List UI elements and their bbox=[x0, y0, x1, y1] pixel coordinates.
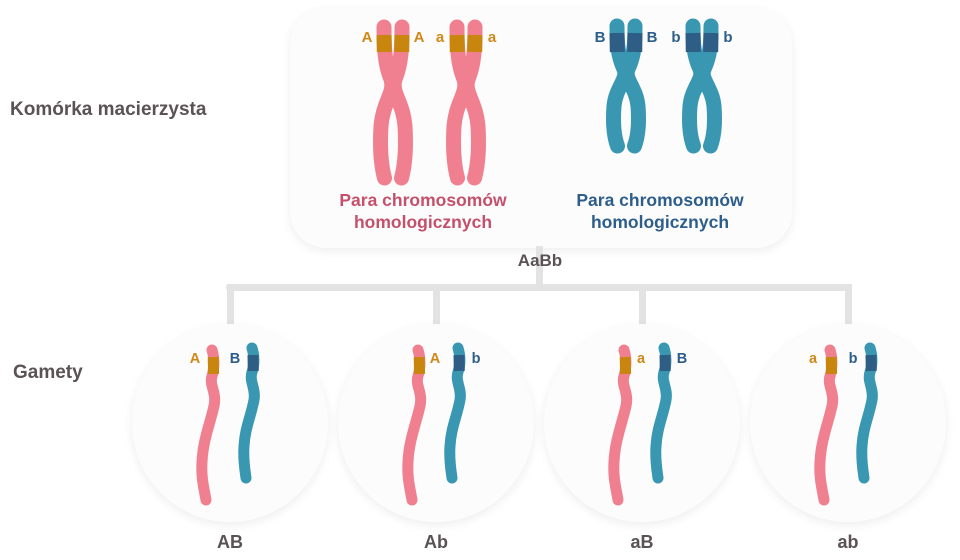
gamete-cell-Ab: A b bbox=[338, 324, 534, 522]
pink-caption-line1: Para chromosomów bbox=[339, 190, 507, 210]
tree-drop-line-2 bbox=[433, 284, 440, 330]
allele-b-left: b bbox=[671, 29, 681, 46]
gamete-chromatids-icon bbox=[196, 342, 260, 506]
allele-A-right: A bbox=[413, 29, 425, 46]
tree-horizontal-line bbox=[226, 284, 848, 291]
tree-drop-line-3 bbox=[639, 284, 646, 330]
allele-A-left: A bbox=[361, 29, 373, 46]
pink-pair-caption: Para chromosomów homologicznych bbox=[308, 189, 538, 234]
gamete2-pink-allele: A bbox=[429, 351, 441, 367]
gamete-chromatids-icon bbox=[608, 342, 672, 506]
genotype-label: AaBb bbox=[517, 251, 563, 270]
gamete-cell-ab: a b bbox=[750, 324, 946, 522]
tree-drop-line-4 bbox=[845, 284, 852, 330]
allele-B-left: B bbox=[594, 29, 606, 46]
gamete3-pink-allele: a bbox=[636, 351, 646, 367]
gamete-label-Ab: Ab bbox=[424, 532, 448, 552]
blue-pair-caption: Para chromosomów homologicznych bbox=[545, 189, 775, 234]
gamete-cell-aB: a B bbox=[544, 324, 740, 522]
blue-caption-line2: homologicznych bbox=[590, 212, 730, 233]
mother-cell-label: Komórka macierzysta bbox=[10, 99, 207, 120]
blue-chromosome-2-icon bbox=[681, 18, 723, 154]
tree-stem-line bbox=[536, 246, 543, 288]
gamete3-teal-allele: B bbox=[676, 351, 688, 367]
gamete-cell-AB: A B bbox=[132, 324, 328, 522]
tree-drop-line-1 bbox=[227, 284, 234, 330]
allele-B-right: B bbox=[646, 29, 658, 46]
gametes-label: Gamety bbox=[13, 362, 83, 383]
allele-a-right: a bbox=[487, 29, 497, 46]
gamete-label-ab: ab bbox=[837, 532, 859, 552]
gamete-chromatids-icon bbox=[814, 342, 878, 506]
parent-cell-box: A A a a B B b b Para chromosomów homolog… bbox=[290, 8, 792, 248]
pink-chromosome-2-icon bbox=[445, 19, 487, 186]
gamete2-teal-allele: b bbox=[471, 351, 481, 367]
allele-a-left: a bbox=[435, 29, 445, 46]
pink-chromosome-1-icon bbox=[372, 19, 414, 186]
gamete1-pink-allele: A bbox=[189, 351, 201, 367]
gamete1-teal-allele: B bbox=[229, 351, 241, 367]
gamete4-teal-allele: b bbox=[848, 351, 858, 367]
blue-caption-line1: Para chromosomów bbox=[576, 190, 744, 210]
pink-caption-line2: homologicznych bbox=[353, 212, 493, 233]
gamete-label-aB: aB bbox=[630, 532, 654, 552]
allele-b-right: b bbox=[723, 29, 733, 46]
gamete-chromatids-icon bbox=[402, 342, 466, 506]
gamete4-pink-allele: a bbox=[808, 351, 818, 367]
blue-chromosome-1-icon bbox=[605, 18, 647, 154]
gamete-label-AB: AB bbox=[217, 532, 243, 552]
